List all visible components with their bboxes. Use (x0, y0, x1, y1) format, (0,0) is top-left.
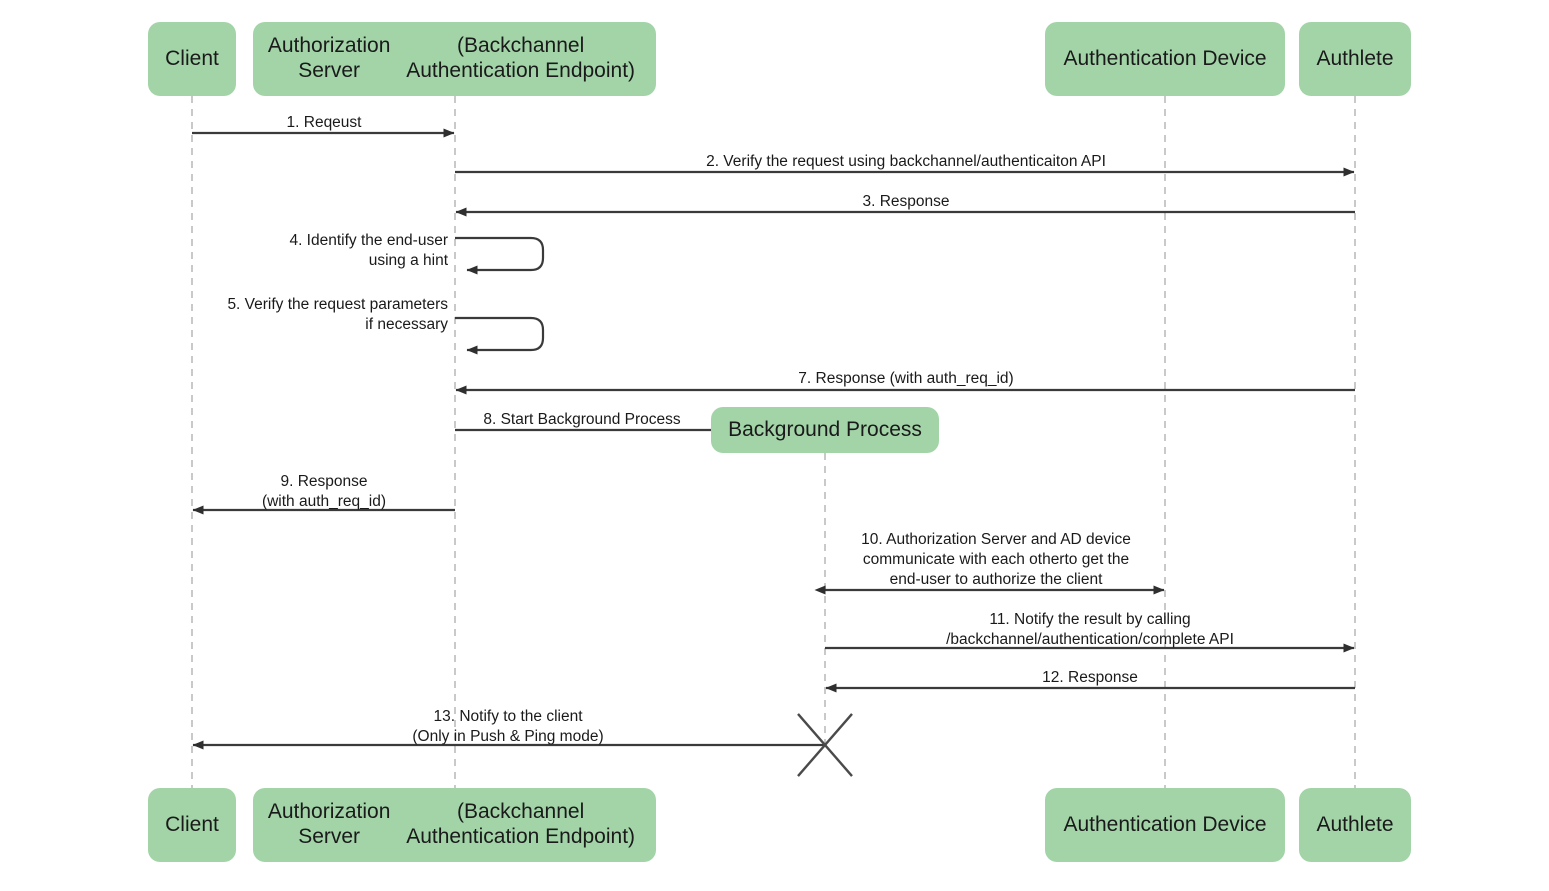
message-5-self-loop (455, 316, 545, 355)
message-label-1: 1. Reqeust (286, 114, 362, 131)
participant-client-header: Client (148, 22, 236, 96)
participant-authdevice-footer: Authentication Device (1045, 788, 1285, 862)
message-label-10: 10. Authorization Server and AD device c… (861, 531, 1131, 589)
participant-label-line: Client (165, 812, 219, 836)
destroy-marker-stroke-2 (797, 713, 853, 777)
message-label-2: 2. Verify the request using backchannel/… (706, 153, 1106, 170)
participant-label-line: (Backchannel Authentication Endpoint) (406, 800, 636, 848)
message-label-4: 4. Identify the end-user using a hint (289, 232, 448, 270)
participant-label-line: Authentication Device (1063, 812, 1267, 836)
participant-authserver-header: Authorization Server (Backchannel Authent… (253, 22, 656, 96)
participant-authlete-header: Authlete (1299, 22, 1411, 96)
message-label-11: 11. Notify the result by calling /backch… (946, 611, 1234, 649)
message-label-13: 13. Notify to the client (Only in Push &… (412, 708, 604, 746)
participant-label-line: Authlete (1316, 46, 1394, 70)
participant-authserver-footer: Authorization Server (Backchannel Authent… (253, 788, 656, 862)
participant-background-created: Background Process (711, 407, 939, 453)
participant-authlete-footer: Authlete (1299, 788, 1411, 862)
participant-label-line: Authorization Server (267, 34, 391, 82)
message-4-self-loop (455, 236, 545, 275)
message-label-5: 5. Verify the request parameters if nece… (227, 296, 448, 334)
message-label-3: 3. Response (862, 193, 950, 210)
message-label-9: 9. Response (with auth_req_id) (261, 473, 387, 511)
participant-authdevice-header: Authentication Device (1045, 22, 1285, 96)
messages-layer (192, 128, 1355, 777)
message-label-12: 12. Response (1042, 669, 1138, 686)
participant-label-line: Authorization Server (267, 800, 391, 848)
participant-label-line: Authlete (1316, 812, 1394, 836)
participant-client-footer: Client (148, 788, 236, 862)
message-label-7: 7. Response (with auth_req_id) (798, 370, 1014, 387)
message-label-8: 8. Start Background Process (483, 411, 681, 428)
participant-label-line: (Backchannel Authentication Endpoint) (406, 34, 636, 82)
lifelines-layer (191, 96, 1356, 788)
participant-label-line: Authentication Device (1063, 46, 1267, 70)
participant-label-line: Client (165, 46, 219, 70)
